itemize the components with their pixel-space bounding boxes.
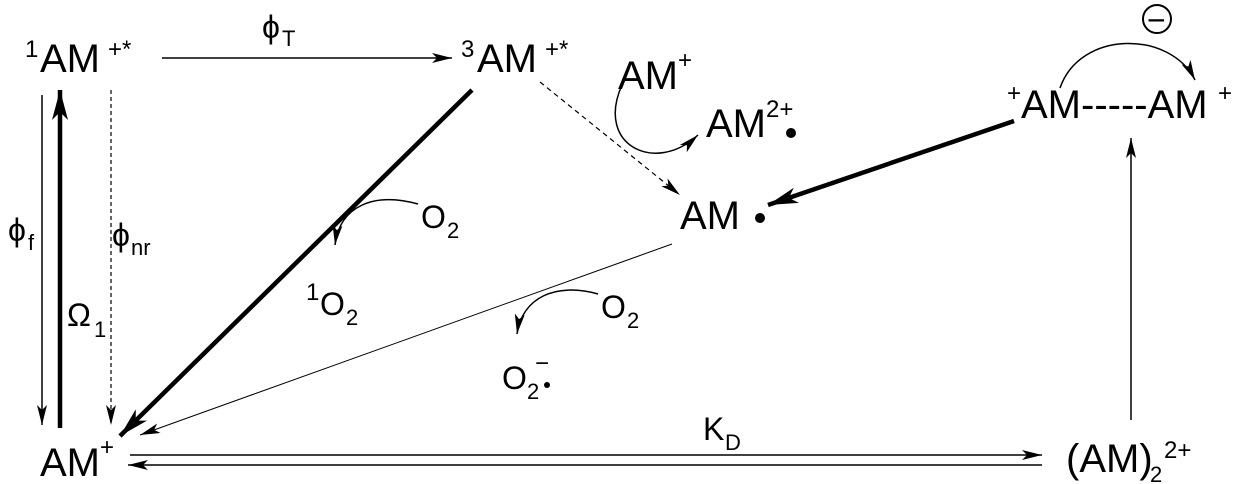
radical-dot [786,128,796,138]
radical-to-ground-arrow [139,243,673,436]
phi-t-label: ϕT [262,9,295,51]
phi-nr-label: ϕnr [112,217,151,260]
ground-state-label: AM+ [40,434,114,484]
k-d-label: KD [703,411,741,455]
singlet-excited-label: 1AM+* [25,36,131,81]
neutral-radical-label: AM [680,194,740,238]
phi-f-label: ϕf [8,212,35,255]
triplet-to-radical-arrow [539,81,681,196]
triplet-decay-arrow [118,88,474,438]
electron-transfer-symbol: − [1142,2,1172,38]
radical-pair-label: +AM-----AM+ [1007,80,1232,127]
triplet-excited-label: 3AM+* [461,36,568,81]
oxidized-radical-label: AM2+ [706,96,793,146]
superoxide-label: O2− [502,350,549,404]
electron-transfer-curve [614,84,699,154]
radical-dot [544,382,550,388]
singlet-oxygen-curve [332,198,419,246]
radical-dot [755,213,765,223]
superoxide-curve [514,289,599,335]
radical-pair-to-radical-arrow [767,118,1015,208]
electron-minus: − [1147,2,1166,38]
singlet-oxygen-label: 1O2 [306,279,358,330]
dimer-label: (AM)22+ [1066,437,1191,484]
electron-hop-curve [1059,42,1196,89]
o2-bottom-label: O2 [601,289,639,333]
quencher-am-label: AM+ [618,47,692,98]
o2-top-label: O2 [421,199,459,243]
